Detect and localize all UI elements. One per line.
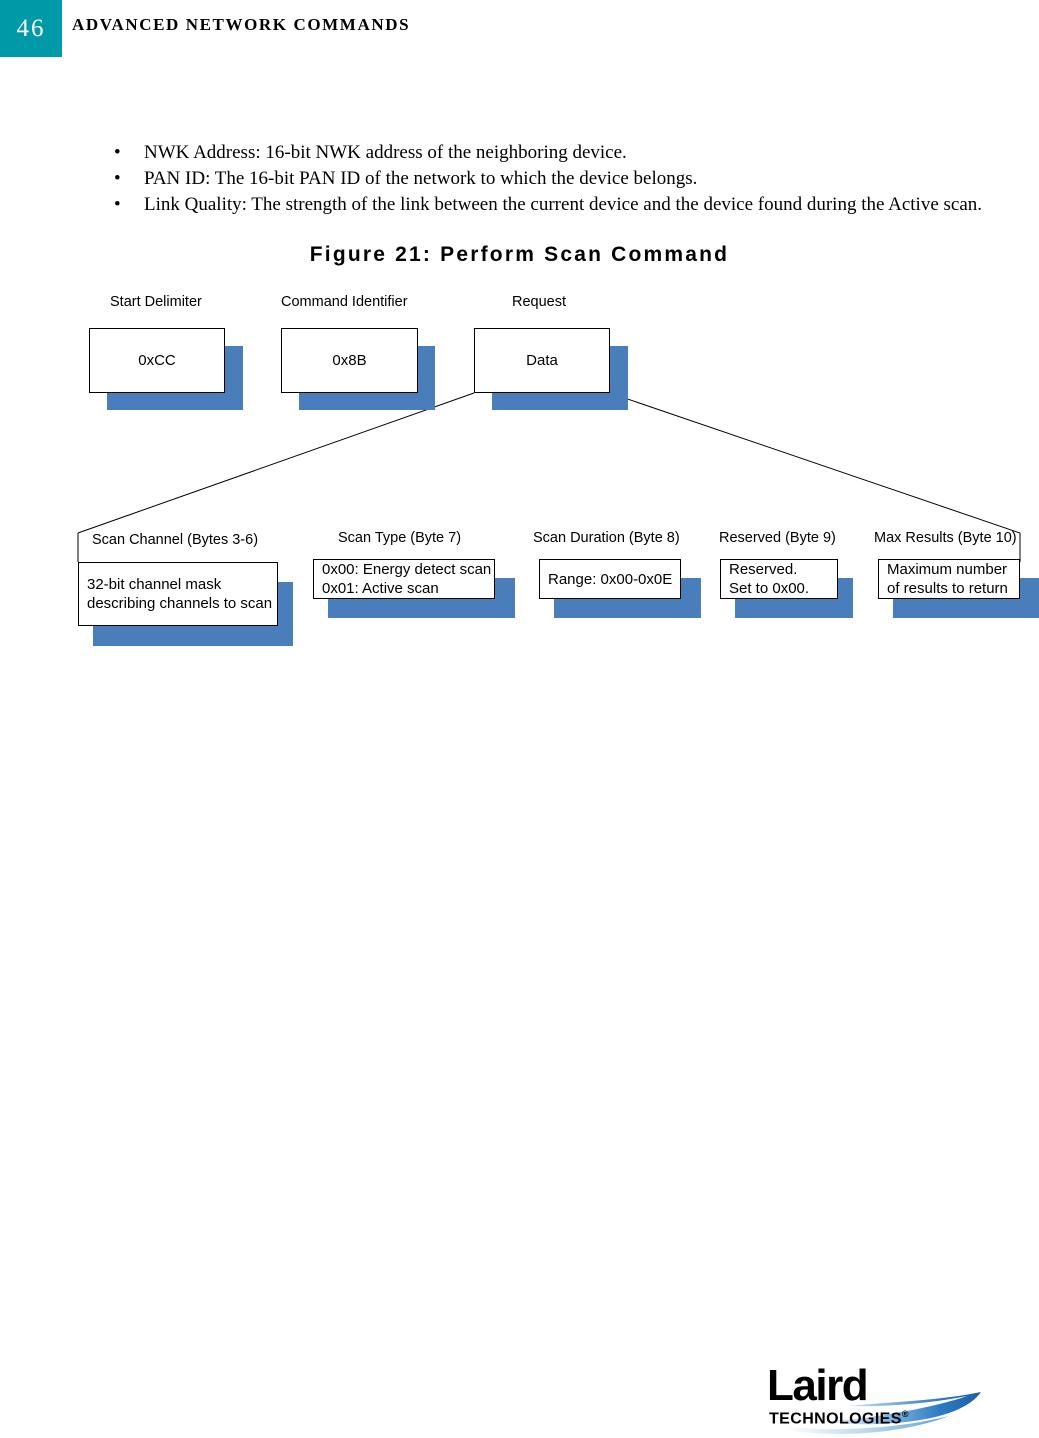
list-item-text: Link Quality: The strength of the link b… (144, 194, 983, 215)
bullet-list: • NWK Address: 16-bit NWK address of the… (108, 140, 1008, 218)
list-item: • Link Quality: The strength of the link… (108, 192, 1008, 218)
page-number-block: 46 (0, 0, 62, 57)
bullet-marker-icon: • (114, 168, 121, 189)
field-value-line: 0x01: Active scan (322, 580, 439, 597)
field-value: 0xCC (138, 352, 176, 369)
bullet-marker-icon: • (114, 194, 121, 215)
logo-subtext: TECHNOLOGIES® (769, 1409, 909, 1428)
bullet-marker-icon: • (114, 142, 121, 163)
field-box-reserved: Reserved. Set to 0x00. (720, 559, 838, 599)
field-label-reserved: Reserved (Byte 9) (719, 530, 836, 546)
field-box-scan-type: 0x00: Energy detect scan 0x01: Active sc… (313, 559, 495, 599)
field-value-line: 32-bit channel mask (87, 576, 222, 593)
laird-technologies-logo: Laird TECHNOLOGIES® (753, 1360, 1003, 1434)
field-label-scan-duration: Scan Duration (Byte 8) (533, 530, 680, 546)
list-item-text: PAN ID: The 16-bit PAN ID of the network… (144, 168, 698, 189)
logo-wordmark: Laird (767, 1361, 869, 1410)
field-value: Data (526, 352, 558, 369)
field-value: 0x8B (332, 352, 367, 369)
field-value-line: describing channels to scan (87, 595, 273, 612)
logo-swoosh-icon (783, 1392, 981, 1434)
field-label-start-delimiter: Start Delimiter (110, 294, 202, 310)
field-box-request: Data (474, 328, 610, 393)
field-value-line: Maximum number (887, 561, 1008, 578)
list-item-text: NWK Address: 16-bit NWK address of the n… (144, 142, 627, 163)
field-box-command-identifier: 0x8B (281, 328, 418, 393)
field-box-scan-channel: 32-bit channel mask describing channels … (78, 562, 278, 626)
field-value-line: 0x00: Energy detect scan (322, 561, 492, 578)
field-value-line: Range: 0x00-0x0E (548, 570, 673, 588)
list-item: • PAN ID: The 16-bit PAN ID of the netwo… (108, 166, 1008, 192)
list-item: • NWK Address: 16-bit NWK address of the… (108, 140, 1008, 166)
page-number: 46 (16, 15, 46, 42)
field-value-line: of results to return (887, 580, 1008, 597)
field-label-request: Request (512, 294, 567, 310)
figure-caption: Figure 21: Perform Scan Command (309, 243, 730, 266)
field-box-max-results: Maximum number of results to return (878, 559, 1020, 599)
chapter-header-title: ADVANCED NETWORK COMMANDS (72, 15, 411, 34)
field-label-scan-type: Scan Type (Byte 7) (338, 530, 462, 546)
field-value-line: Reserved. (729, 561, 798, 578)
field-box-start-delimiter: 0xCC (89, 328, 225, 393)
field-box-scan-duration: Range: 0x00-0x0E (539, 559, 681, 599)
field-label-scan-channel: Scan Channel (Bytes 3-6) (92, 532, 259, 548)
field-label-max-results: Max Results (Byte 10) (874, 530, 1017, 546)
field-label-command-identifier: Command Identifier (281, 294, 408, 310)
field-value-line: Set to 0x00. (729, 580, 810, 597)
